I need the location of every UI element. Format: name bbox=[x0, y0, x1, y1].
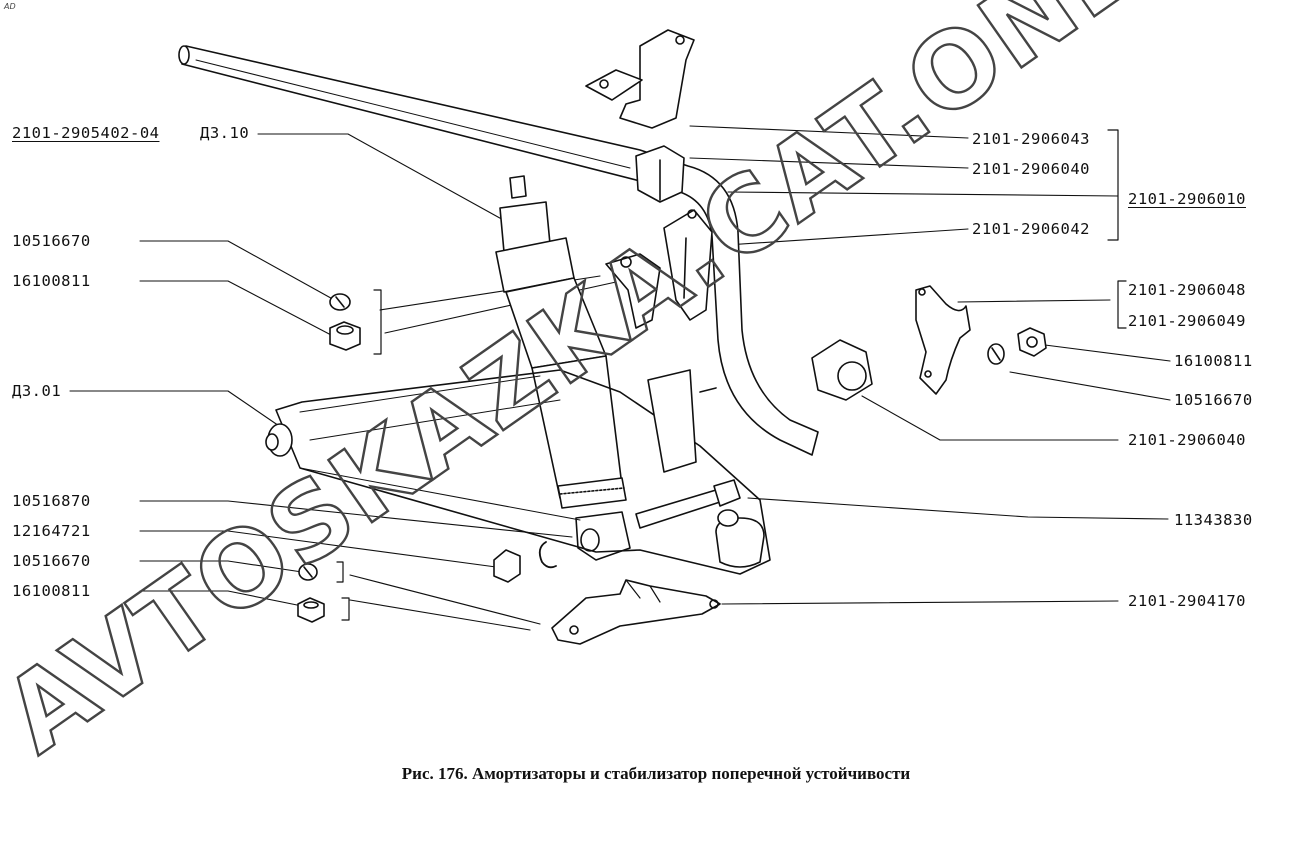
label-shock-part: 2101-2905402-04 bbox=[12, 124, 160, 142]
bar-clamp bbox=[663, 209, 713, 321]
stabilizer-bar bbox=[178, 45, 819, 456]
label-washer-upper-left: 10516670 bbox=[12, 232, 91, 250]
label-clamp-b: 2101-2906049 bbox=[1128, 312, 1246, 330]
group-brackets bbox=[336, 129, 1127, 621]
label-bushing-left: 10516870 bbox=[12, 492, 91, 510]
ball-joint bbox=[715, 509, 765, 568]
label-clamp-a: 2101-2906048 bbox=[1128, 281, 1246, 299]
label-bar-bushing: 2101-2906040 bbox=[972, 160, 1090, 178]
top-bracket bbox=[585, 29, 695, 129]
link-bracket bbox=[605, 253, 661, 329]
label-washer-lower-left: 10516670 bbox=[12, 552, 91, 570]
label-washer-right: 10516670 bbox=[1174, 391, 1253, 409]
label-arm-ref: Д3.01 bbox=[12, 382, 62, 400]
right-clamp bbox=[915, 285, 971, 395]
label-bolt: 11343830 bbox=[1174, 511, 1253, 529]
left-nut-top bbox=[329, 321, 361, 351]
bottom-bracket bbox=[551, 579, 721, 645]
figure-caption: Рис. 176. Амортизаторы и стабилизатор по… bbox=[401, 764, 911, 783]
arm-plate bbox=[647, 369, 717, 473]
label-top-bracket: 2101-2906043 bbox=[972, 130, 1090, 148]
left-nut-bottom bbox=[297, 597, 325, 623]
label-shock-ref: Д3.10 bbox=[200, 124, 250, 142]
right-washer bbox=[987, 343, 1005, 365]
label-nut-lower-left: 16100811 bbox=[12, 582, 91, 600]
label-stabilizer-assembly: 2101-2906010 bbox=[1128, 190, 1246, 208]
lower-arm bbox=[265, 369, 771, 575]
left-washer-top bbox=[329, 293, 351, 311]
label-bottom-bracket: 2101-2904170 bbox=[1128, 592, 1246, 610]
left-washer-bottom bbox=[298, 563, 318, 581]
bar-bushing bbox=[635, 145, 685, 203]
label-bushing-right: 2101-2906040 bbox=[1128, 431, 1246, 449]
label-washer-lower: 12164721 bbox=[12, 522, 91, 540]
lower-washer bbox=[538, 541, 557, 569]
label-nut-upper-left: 16100811 bbox=[12, 272, 91, 290]
shock-absorber bbox=[495, 175, 631, 561]
right-nut bbox=[1017, 327, 1047, 357]
right-bushing bbox=[811, 339, 873, 401]
corner-mark: AD bbox=[4, 2, 16, 11]
bolt bbox=[635, 479, 741, 529]
label-bar-clamp: 2101-2906042 bbox=[972, 220, 1090, 238]
leader-lines bbox=[69, 125, 1171, 631]
label-nut-right: 16100811 bbox=[1174, 352, 1253, 370]
lower-nut bbox=[493, 549, 521, 583]
